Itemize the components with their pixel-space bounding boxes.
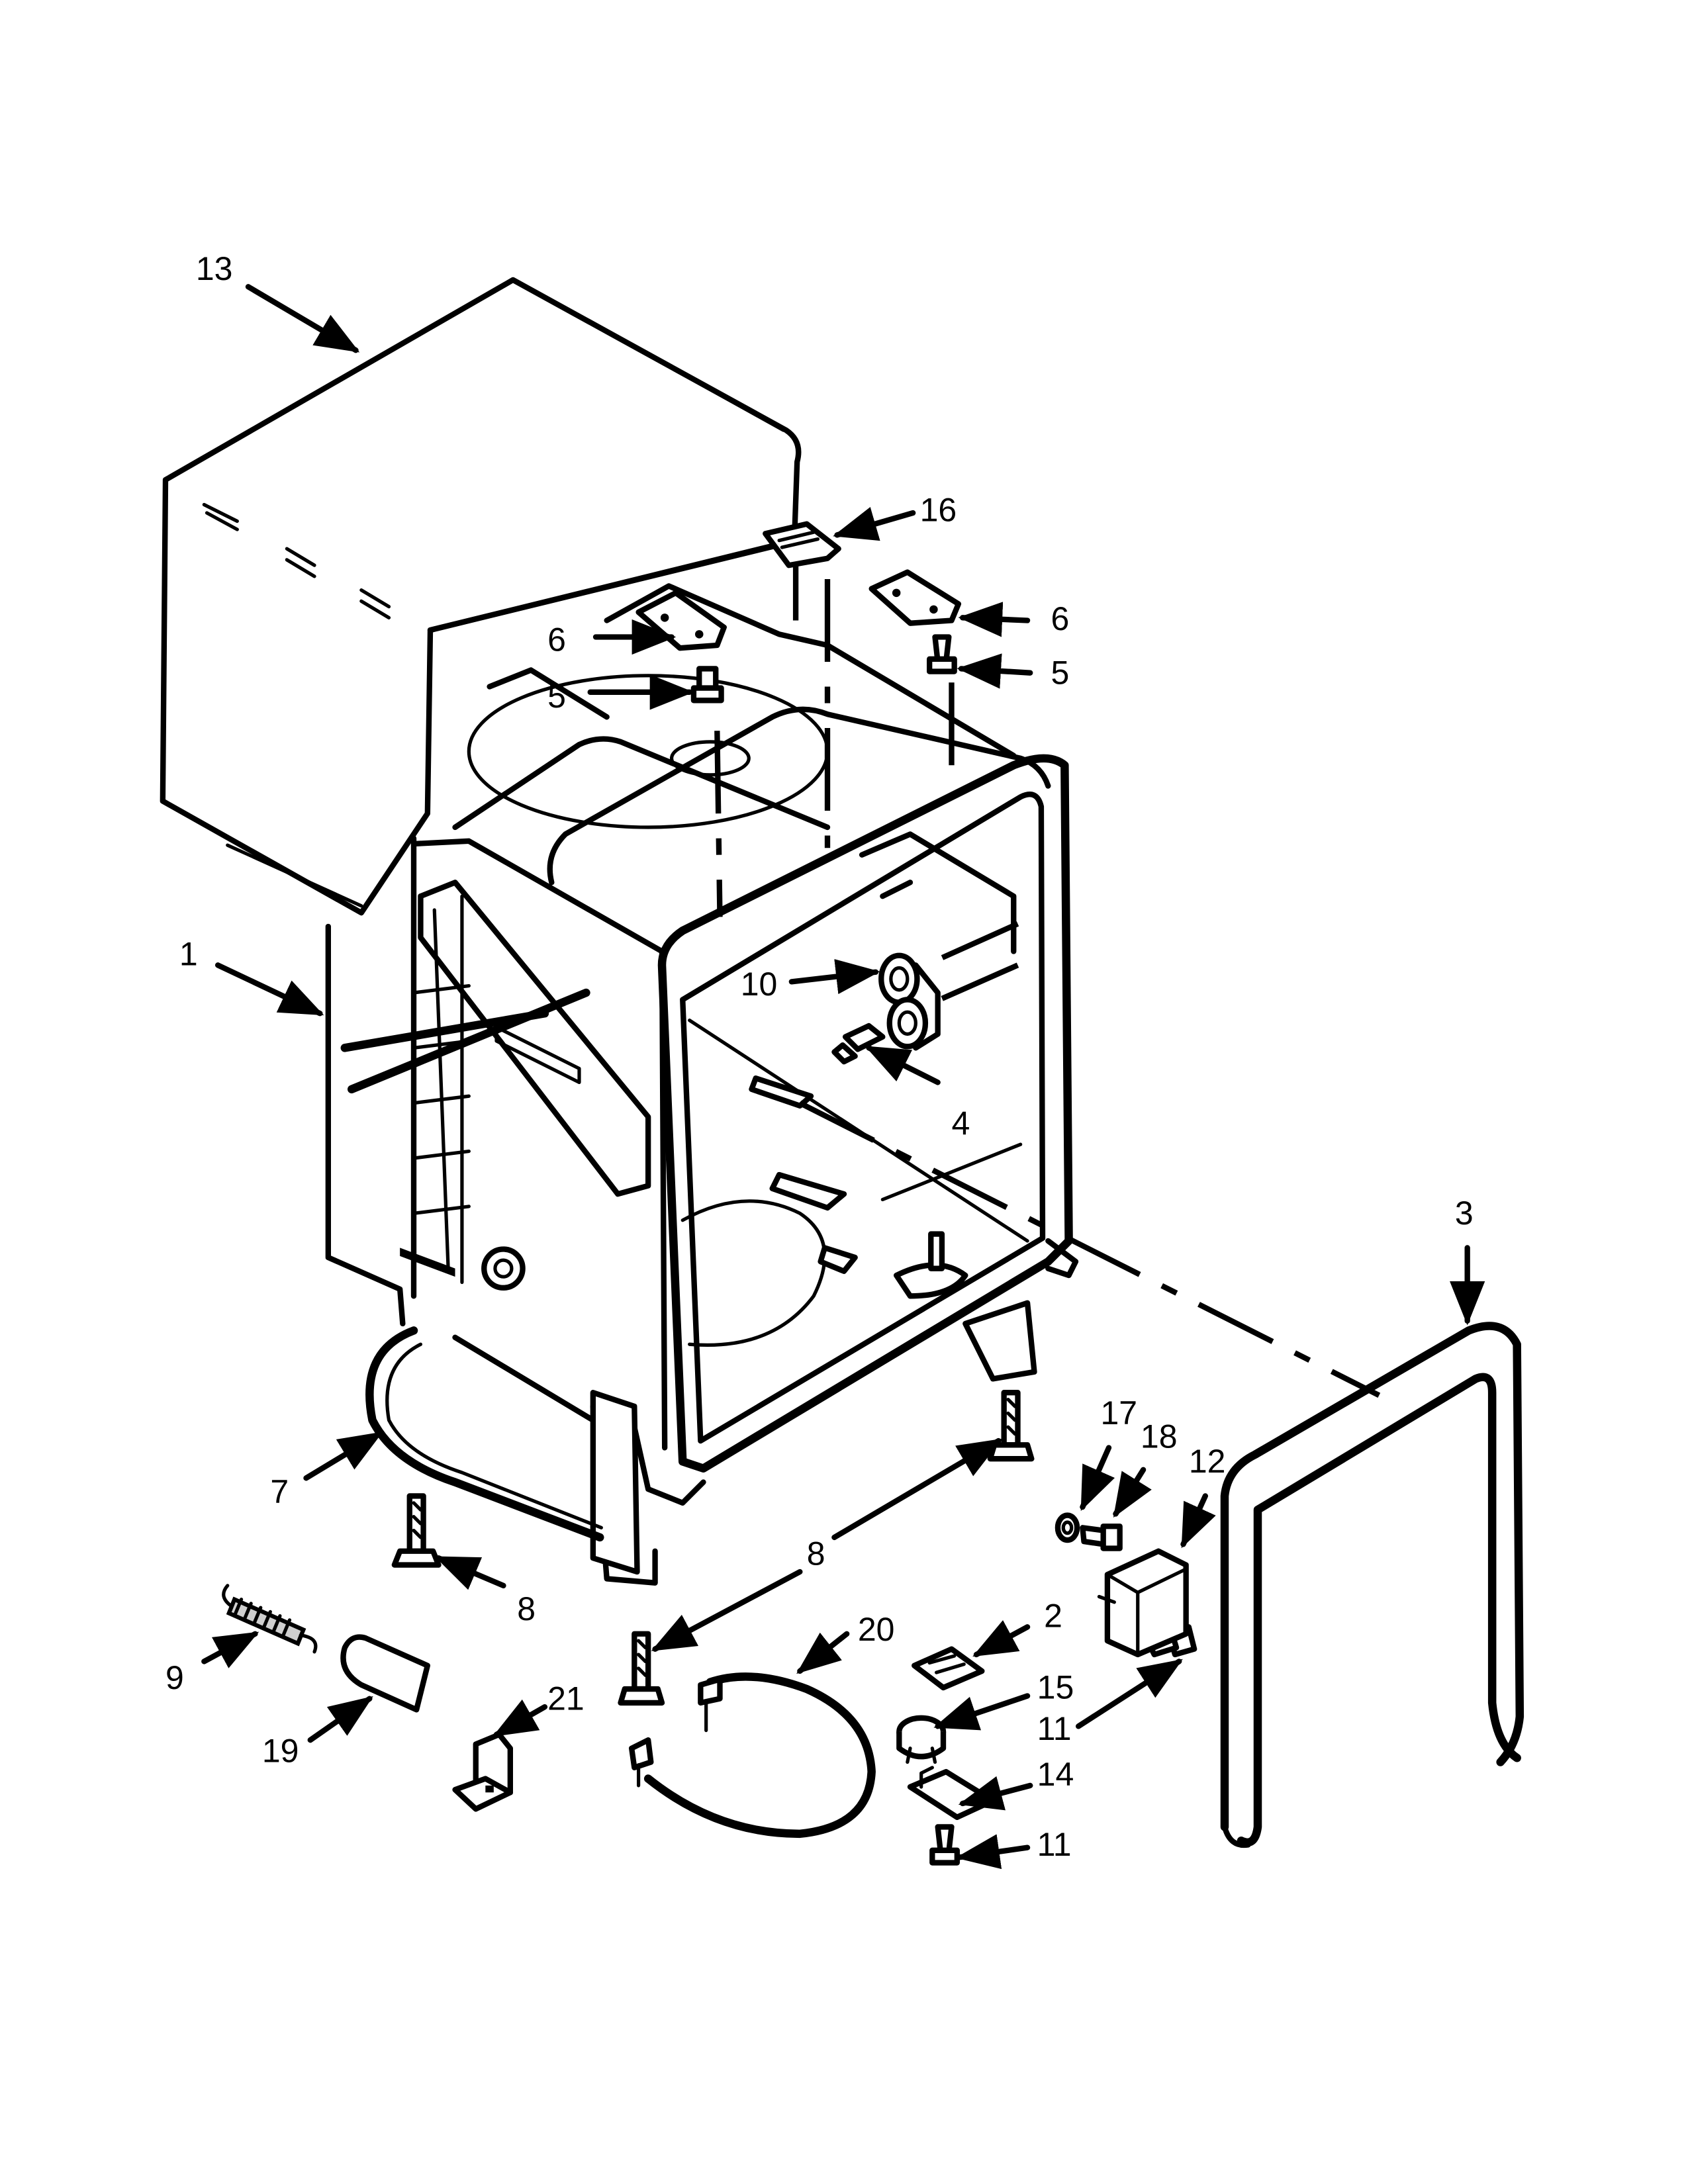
callout-8-left: 8 bbox=[517, 1590, 536, 1627]
part-20-wire-harness bbox=[629, 1672, 876, 1839]
part-9-spring bbox=[222, 1584, 318, 1654]
part-4-screw bbox=[831, 1023, 886, 1065]
callout-4: 4 bbox=[952, 1105, 970, 1142]
part-10-grommets bbox=[878, 952, 941, 1051]
part-3-door-gasket bbox=[1220, 1322, 1524, 1848]
callout-1: 1 bbox=[179, 935, 198, 972]
callout-5-left: 5 bbox=[547, 678, 566, 715]
part-5-screw-left bbox=[690, 666, 724, 704]
callout-8-center: 8 bbox=[807, 1535, 825, 1572]
part-14-bracket bbox=[907, 1766, 996, 1820]
leader-lines bbox=[201, 284, 1485, 1870]
part-21-bracket bbox=[452, 1731, 513, 1812]
part-8-leg-left bbox=[391, 1493, 442, 1568]
callout-6-left: 6 bbox=[547, 621, 566, 658]
part-18-screw bbox=[1080, 1524, 1123, 1551]
callout-2: 2 bbox=[1044, 1597, 1062, 1634]
callout-9: 9 bbox=[165, 1659, 184, 1696]
callout-3: 3 bbox=[1455, 1195, 1474, 1232]
part-16-clip bbox=[763, 521, 841, 569]
callout-5-right: 5 bbox=[1051, 654, 1070, 691]
part-13-insulation-blanket bbox=[160, 277, 802, 916]
callout-21: 21 bbox=[547, 1680, 585, 1717]
callout-19: 19 bbox=[262, 1733, 299, 1770]
part-8-leg-center bbox=[618, 1631, 665, 1706]
callout-14: 14 bbox=[1037, 1756, 1074, 1793]
part-17-washer bbox=[1055, 1512, 1080, 1543]
callout-11-lower: 11 bbox=[1037, 1826, 1072, 1863]
callout-10: 10 bbox=[741, 966, 778, 1003]
part-15-thermostat bbox=[896, 1715, 947, 1764]
callout-17: 17 bbox=[1101, 1394, 1138, 1432]
callout-12: 12 bbox=[1189, 1443, 1226, 1480]
callout-6-right: 6 bbox=[1051, 600, 1070, 637]
part-19-pad bbox=[340, 1634, 430, 1713]
callout-16: 16 bbox=[920, 492, 957, 529]
part-8-leg-right bbox=[987, 1390, 1035, 1462]
part-1-tub-assembly bbox=[325, 583, 1079, 1586]
callout-labels: 13 16 6 6 5 5 1 10 4 3 17 18 12 7 8 8 2 … bbox=[165, 250, 1474, 1863]
part-12-bracket bbox=[1097, 1548, 1189, 1658]
callout-13: 13 bbox=[196, 250, 233, 287]
callout-7: 7 bbox=[270, 1473, 289, 1510]
callout-20: 20 bbox=[858, 1611, 895, 1648]
callout-15: 15 bbox=[1037, 1669, 1074, 1706]
part-6-bracket-right bbox=[868, 569, 962, 626]
part-7-wire-harness bbox=[365, 1326, 604, 1542]
callout-18: 18 bbox=[1141, 1418, 1178, 1455]
alignment-lines bbox=[714, 544, 1381, 1398]
part-2-label bbox=[912, 1646, 985, 1691]
part-5-screw-right bbox=[927, 634, 957, 674]
callout-11-upper: 11 bbox=[1037, 1710, 1072, 1747]
part-11-screw-lower bbox=[929, 1824, 961, 1866]
